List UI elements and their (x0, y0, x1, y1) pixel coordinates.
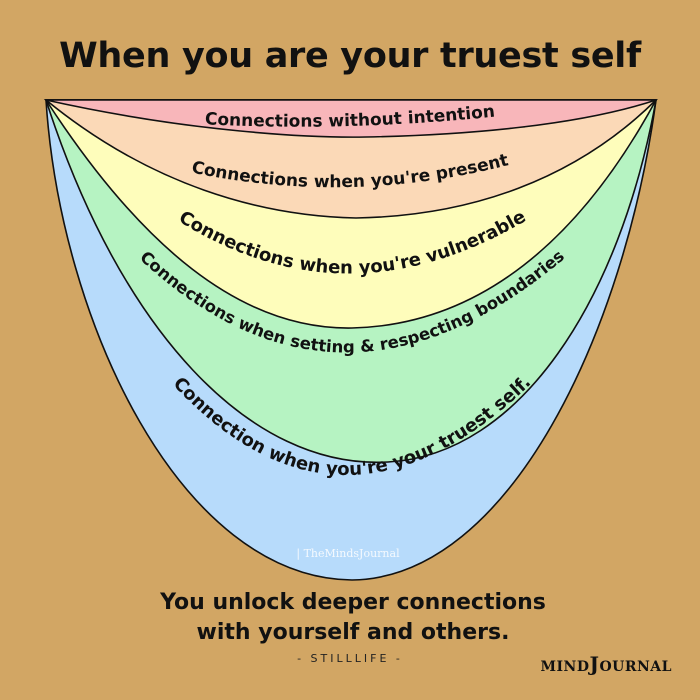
footer-line-1: You unlock deeper connections (160, 590, 546, 615)
footer-message: You unlock deeper connections with yours… (0, 588, 700, 648)
author-credit: - STILLLIFE - (297, 652, 403, 665)
watermark: | TheMindsJournal (296, 547, 400, 561)
layer-without-intention (45, 99, 657, 138)
brand-logo: MINDJOURNAL (540, 652, 672, 676)
page-title: When you are your truest self (59, 36, 641, 76)
footer-line-2: with yourself and others. (196, 620, 510, 645)
